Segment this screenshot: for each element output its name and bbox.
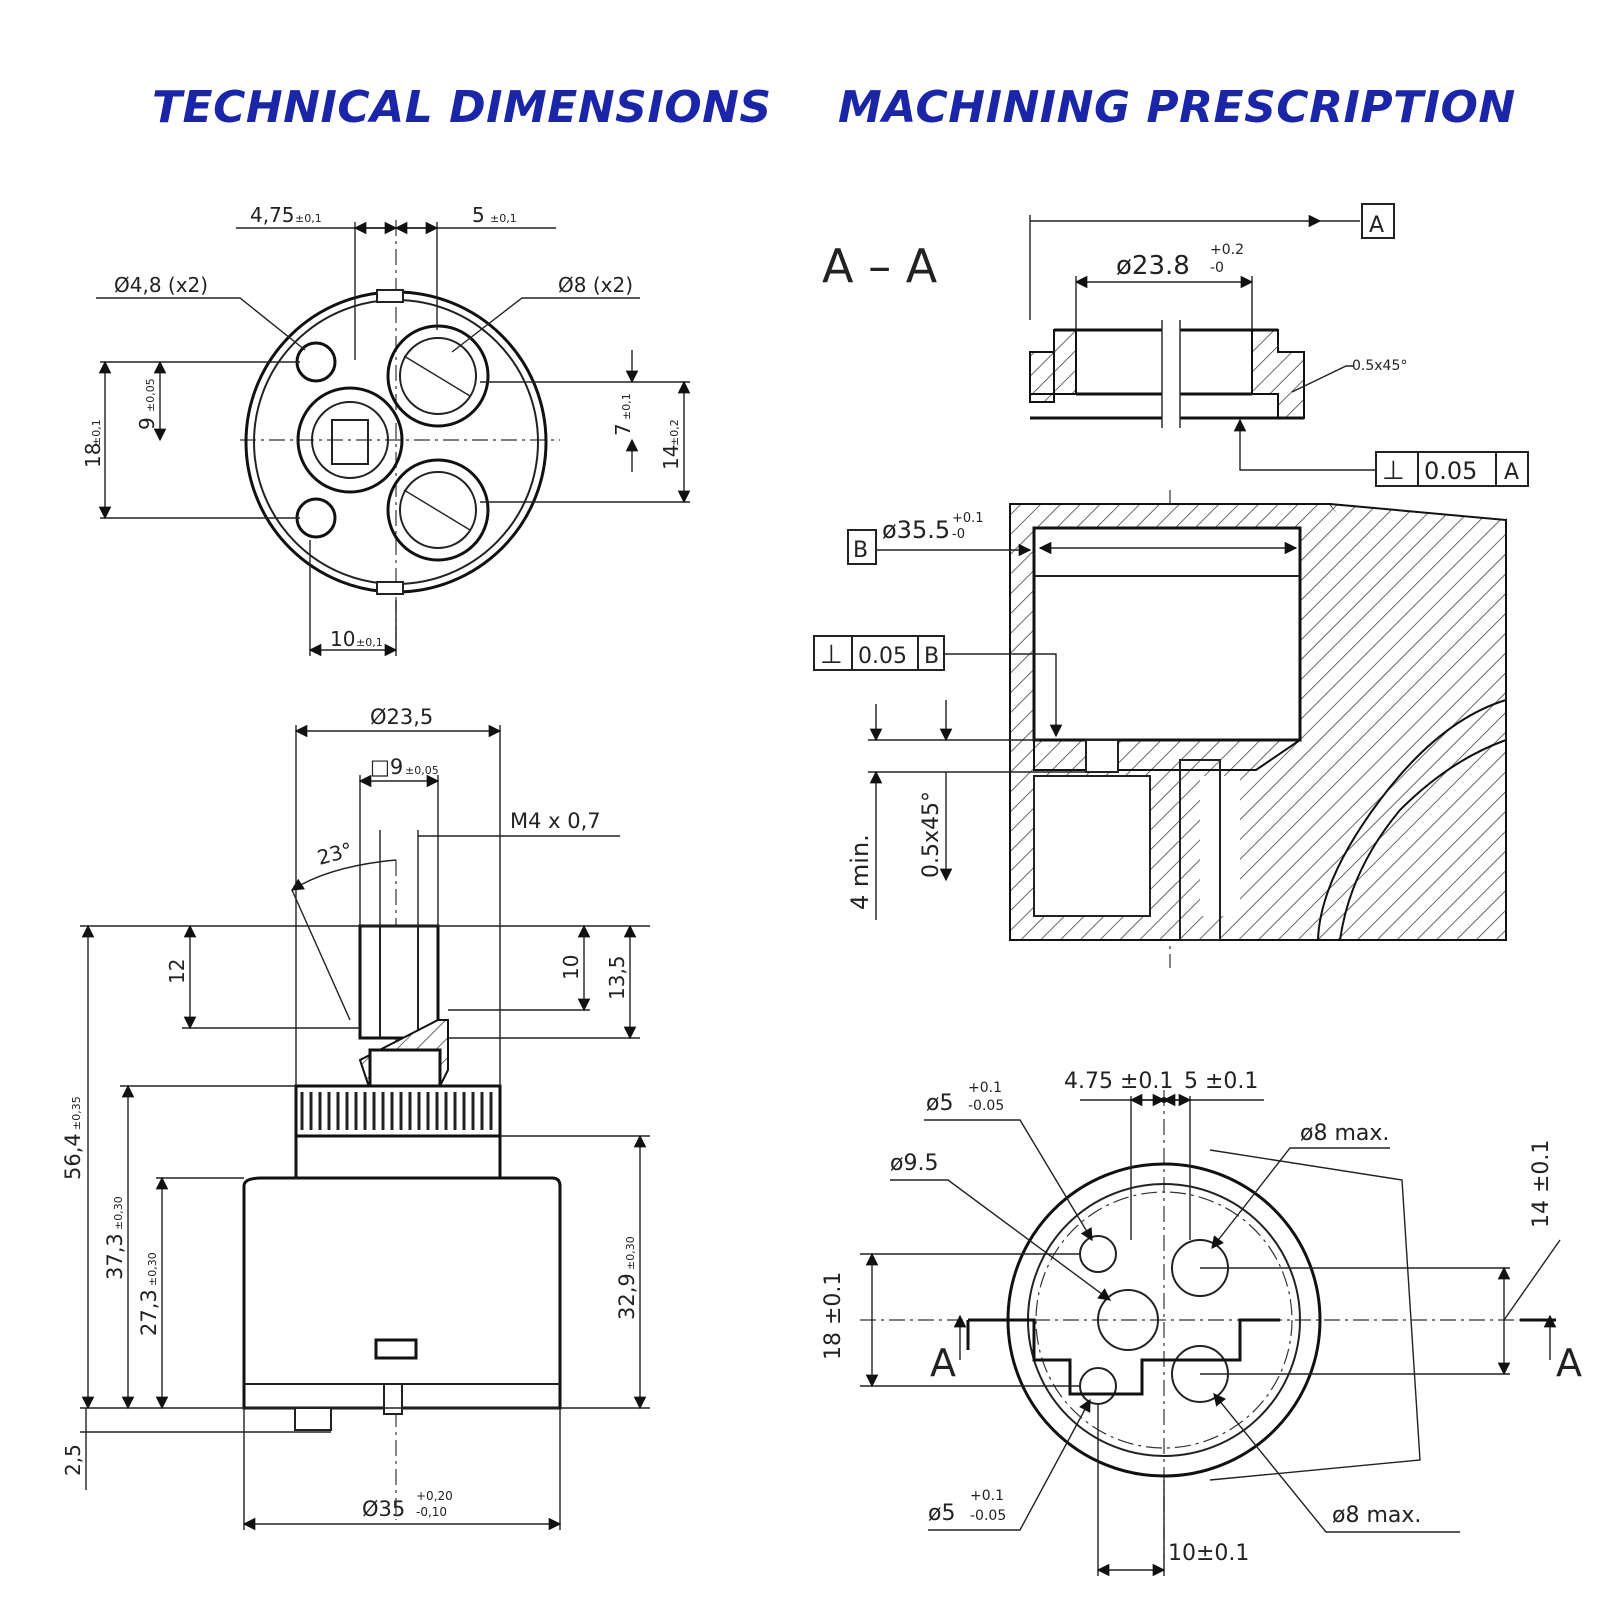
dim-4-min: 4 min. [846,834,874,910]
dim-4-75: 4,75 [250,203,295,227]
perp-symbol-b: ⊥ [820,640,843,670]
small-hole-bottom [295,497,337,539]
dim-10-stem: 10 [559,955,583,980]
label-hole-8: Ø8 (x2) [558,273,633,297]
label-hole-8-top: ø8 max. [1300,1121,1389,1146]
top-view: 4,75 ±0,1 5 ±0,1 Ø4,8 (x2) Ø8 (x2) 18 ±0… [81,203,691,657]
dim-4-75-seat: 4.75 ±0.1 [1064,1069,1173,1094]
svg-text:±0,35: ±0,35 [70,1096,83,1130]
svg-text:±0,2: ±0,2 [668,419,681,446]
dim-12: 12 [165,959,189,984]
center-hole [296,386,404,494]
dim-18: 18 [81,443,105,468]
svg-text:-0: -0 [1210,260,1224,276]
perp-a-ref: A [1504,460,1519,485]
seat-hole-9-5 [1097,1289,1159,1351]
dim-14-seat: 14 ±0.1 [1529,1140,1554,1228]
perp-symbol-a: ⊥ [1382,456,1405,486]
label-hole-8-bottom: ø8 max. [1332,1503,1421,1528]
svg-text:±0,05: ±0,05 [405,764,439,777]
dim-dia-23-5: Ø23,5 [370,705,433,729]
svg-text:±0,30: ±0,30 [624,1236,637,1270]
large-hole-bottom [386,458,490,562]
svg-text:±0,1: ±0,1 [295,212,322,225]
svg-text:±0,1: ±0,1 [490,212,517,225]
svg-text:±0,1: ±0,1 [356,636,383,649]
section-marker-right: A [1556,1341,1582,1385]
dim-18-seat: 18 ±0.1 [821,1272,846,1360]
svg-text:+0.2: +0.2 [1210,242,1244,258]
svg-text:+0.1: +0.1 [968,1080,1002,1096]
seat-hole-5-top [1079,1235,1117,1273]
dim-32-9: 32,9 [615,1273,639,1320]
section-title: A – A [822,239,938,293]
datum-b-box: B [853,538,868,563]
dim-dia-23-8: ø23.8 [1116,251,1190,281]
dim-13-5: 13,5 [605,955,629,1000]
svg-text:-0.05: -0.05 [970,1508,1006,1524]
dim-7: 7 [611,423,635,436]
svg-text:±0,30: ±0,30 [112,1196,125,1230]
dim-27-3: 27,3 [137,1289,161,1336]
knurled-ring [300,1092,493,1130]
dim-10-seat: 10±0.1 [1168,1541,1249,1566]
svg-text:+0.1: +0.1 [952,511,984,526]
large-hole-top [386,324,490,428]
technical-dimensions-heading: TECHNICAL DIMENSIONS [152,82,772,133]
angle-label: 23° [315,837,355,869]
chamfer-top-label: 0.5x45° [1352,358,1407,374]
svg-text:-0.05: -0.05 [968,1098,1004,1114]
machining-prescription-heading: MACHINING PRESCRIPTION [838,82,1516,133]
perp-b-value: 0.05 [858,644,907,669]
perp-a-value: 0.05 [1424,457,1477,485]
thread-label: M4 x 0,7 [510,809,601,833]
perp-b-ref: B [924,644,939,669]
label-hole-5-bottom: ø5 [928,1501,955,1526]
dim-dia-35-5: ø35.5 [882,516,950,544]
datum-a-box: A [1369,213,1384,238]
dim-14: 14 [659,445,683,470]
svg-text:-0,10: -0,10 [416,1505,447,1519]
dim-2-5: 2,5 [61,1444,85,1476]
label-dia-9-5: ø9.5 [890,1151,938,1176]
dim-56-4: 56,4 [61,1133,85,1180]
svg-text:+0,20: +0,20 [416,1489,453,1503]
svg-text:+0.1: +0.1 [970,1488,1004,1504]
dim-37-3: 37,3 [103,1233,127,1280]
dim-5-seat: 5 ±0.1 [1184,1069,1258,1094]
section-marker-left: A [930,1341,956,1385]
label-hole-4-8: Ø4,8 (x2) [114,273,208,297]
svg-text:±0,05: ±0,05 [144,378,157,412]
bottom-view: A A 4.75 ±0.1 5 ±0.1 ø5 +0.1 -0.05 ø9.5 … [821,1069,1582,1577]
dim-5: 5 [472,203,485,227]
svg-text:±0,1: ±0,1 [90,419,103,446]
dim-10: 10 [330,627,355,651]
section-a-a: A – A A ø23.8 +0.2 -0 0.5x45 [813,203,1529,968]
dim-square-9: □9 [370,755,403,779]
svg-text:±0,30: ±0,30 [146,1252,159,1286]
seat-hole-5-bottom [1079,1367,1117,1405]
dim-9: 9 [135,417,159,430]
side-view: Ø23,5 □9 ±0,05 M4 x 0,7 23° 12 10 13,5 [61,705,650,1531]
body-slot [374,1338,418,1360]
label-hole-5-top: ø5 [926,1091,953,1116]
svg-text:-0: -0 [952,527,965,542]
svg-text:±0,1: ±0,1 [620,393,633,420]
dim-dia-35: Ø35 [362,1497,405,1521]
chamfer-side-label: 0.5x45° [919,791,944,878]
cartridge-body [242,1176,562,1410]
